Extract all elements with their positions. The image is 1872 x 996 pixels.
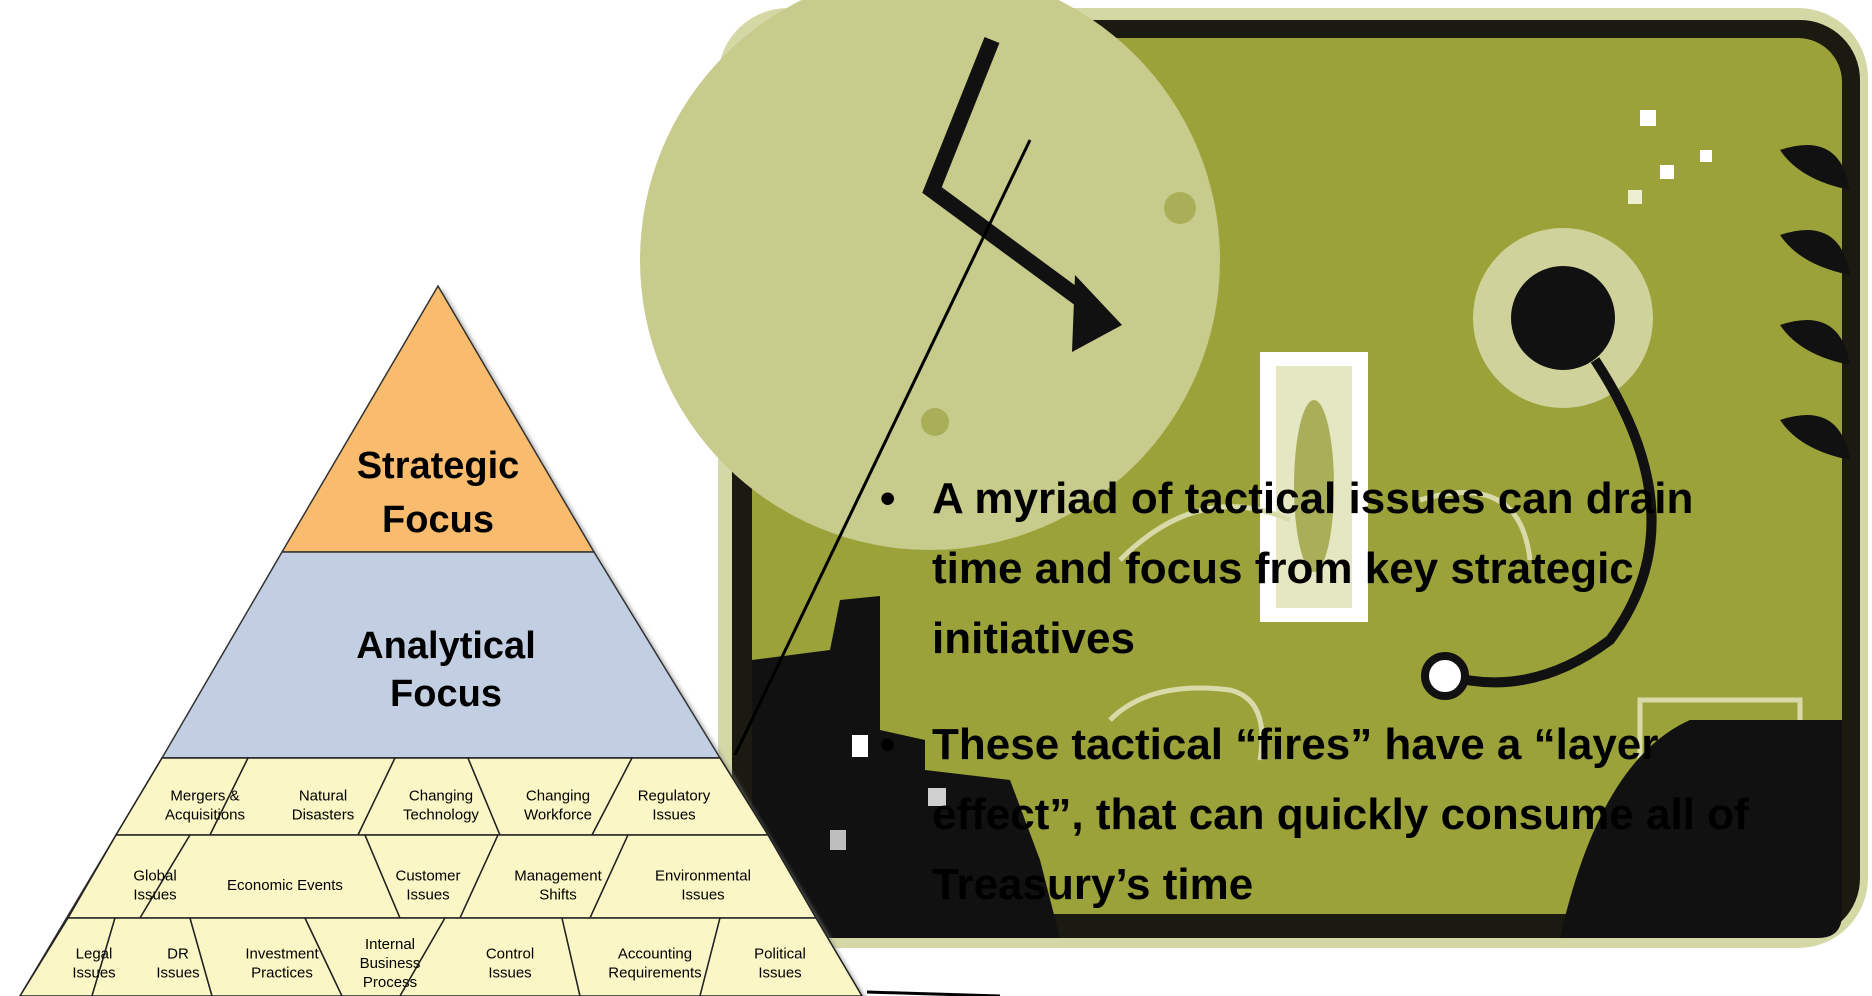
tactical-piece-shape	[303, 917, 447, 996]
tactical-issue-label: Mergers &Acquisitions	[165, 788, 245, 824]
bullet-item-2: • These tactical “fires” have a “layer e…	[880, 710, 1749, 920]
bullet-1-line-2: time and focus from key strategic	[932, 544, 1634, 593]
tactical-piece-shape	[699, 917, 863, 996]
analytical-focus-label-line2: Focus	[390, 673, 502, 715]
tactical-piece-shape	[561, 917, 721, 996]
clock-hand	[922, 37, 1100, 317]
bullet-2-line-3: Treasury’s time	[932, 860, 1254, 909]
clock-face	[640, 0, 1220, 550]
bullet-marker: •	[880, 720, 896, 769]
bullet-1-line-1: A myriad of tactical issues can drain	[932, 474, 1694, 523]
tactical-piece-shape	[399, 917, 581, 996]
strategic-focus-label-line1: Strategic	[357, 445, 520, 487]
analytical-focus-label-line1: Analytical	[356, 625, 536, 667]
bullet-item-1: • A myriad of tactical issues can drain …	[880, 464, 1749, 674]
bullet-marker: •	[880, 474, 896, 523]
bullet-2-line-1: These tactical “fires” have a “layer	[932, 720, 1659, 769]
connector-line-top	[733, 139, 1032, 756]
bullet-1-line-3: initiatives	[932, 614, 1135, 663]
tactical-piece-shape	[91, 917, 213, 996]
bullet-list: • A myriad of tactical issues can drain …	[880, 464, 1749, 920]
tactical-piece-shape	[19, 917, 117, 996]
tactical-issue-label: Economic Events	[227, 877, 343, 894]
strategic-focus-label-line2: Focus	[382, 499, 494, 541]
connector-line-bottom	[866, 990, 1001, 996]
ornament-ball	[1511, 266, 1615, 370]
clock-time-illustration-icon	[640, 0, 1868, 948]
bullet-2-line-2: effect”, that can quickly consume all of	[932, 790, 1749, 839]
tactical-piece-outlines	[19, 757, 863, 996]
tactical-piece-shape	[189, 917, 343, 996]
